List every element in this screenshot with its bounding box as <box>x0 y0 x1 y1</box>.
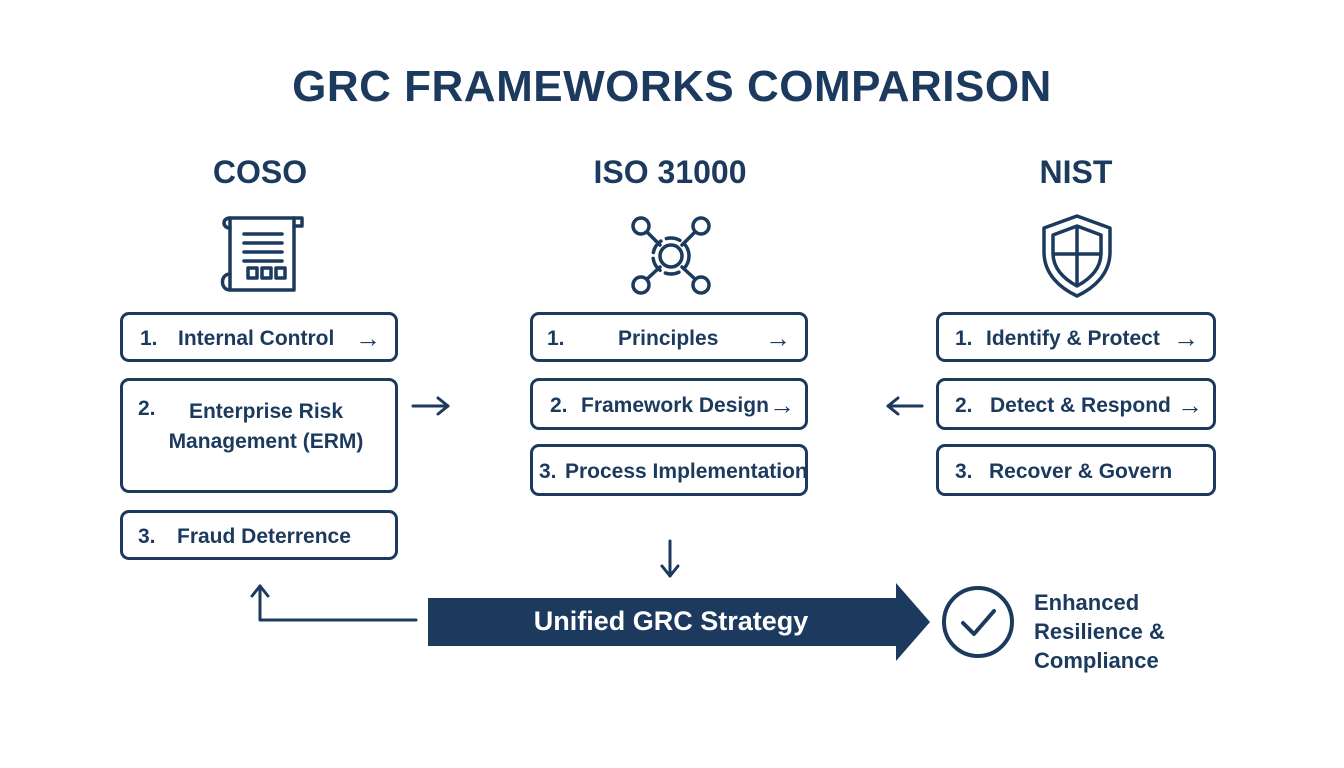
outcome-text: Enhanced Resilience & Compliance <box>1034 590 1165 673</box>
arrow-right-icon: → <box>765 323 791 353</box>
coso-item-3[interactable]: 3. Fraud Deterrence <box>120 510 398 560</box>
document-scroll-icon <box>220 216 304 292</box>
item-label: Recover & Govern <box>989 460 1173 483</box>
item-label: Internal Control <box>178 327 335 350</box>
iso-item-1[interactable]: 1. Principles → <box>530 312 808 362</box>
arrow-down-icon <box>660 539 680 578</box>
item-number: 2. <box>138 397 156 420</box>
iso-item-2[interactable]: 2. Framework Design → <box>530 378 808 430</box>
iso-item-3[interactable]: 3. Process Implementation <box>530 444 808 496</box>
item-label: Fraud Deterrence <box>177 525 351 548</box>
item-number: 3. <box>539 460 557 483</box>
nist-item-2[interactable]: 2. Detect & Respond → <box>936 378 1216 430</box>
arrow-right-icon: → <box>355 323 381 353</box>
coso-item-1[interactable]: 1. Internal Control → <box>120 312 398 362</box>
strategy-label: Unified GRC Strategy <box>533 605 809 636</box>
page-title: GRC FRAMEWORKS COMPARISON <box>292 62 1052 111</box>
arrow-right-icon <box>411 396 450 416</box>
item-number: 1. <box>140 327 158 350</box>
item-number: 1. <box>547 327 565 350</box>
item-label: Principles <box>618 327 719 350</box>
item-number: 3. <box>138 525 156 548</box>
nist-item-1[interactable]: 1. Identify & Protect → <box>936 312 1216 362</box>
arrow-right-icon: → <box>1177 390 1203 420</box>
item-number: 2. <box>955 394 973 417</box>
item-label: Detect & Respond <box>990 394 1171 417</box>
arrow-right-icon: → <box>1173 323 1199 353</box>
strategy-banner-arrow <box>428 583 930 661</box>
check-circle-icon <box>942 586 1014 658</box>
feedback-arrow-icon <box>250 584 418 622</box>
item-number: 1. <box>955 327 973 350</box>
arrow-right-icon: → <box>769 390 795 420</box>
item-label: Identify & Protect <box>986 327 1160 350</box>
arrow-left-icon <box>886 396 924 416</box>
nist-item-3[interactable]: 3. Recover & Govern <box>936 444 1216 496</box>
coso-title: COSO <box>212 154 308 190</box>
item-label: Framework Design <box>581 394 769 417</box>
item-number: 3. <box>955 460 973 483</box>
coso-item-2[interactable]: 2. Enterprise Risk Management (ERM) <box>120 378 398 493</box>
shield-icon <box>1042 214 1112 298</box>
nist-title: NIST <box>1039 154 1113 190</box>
network-hub-icon <box>631 216 711 295</box>
item-number: 2. <box>550 394 568 417</box>
iso-title: ISO 31000 <box>593 154 747 190</box>
item-label: Enterprise Risk Management (ERM) <box>168 400 364 453</box>
item-label: Process Implementation <box>565 460 808 483</box>
